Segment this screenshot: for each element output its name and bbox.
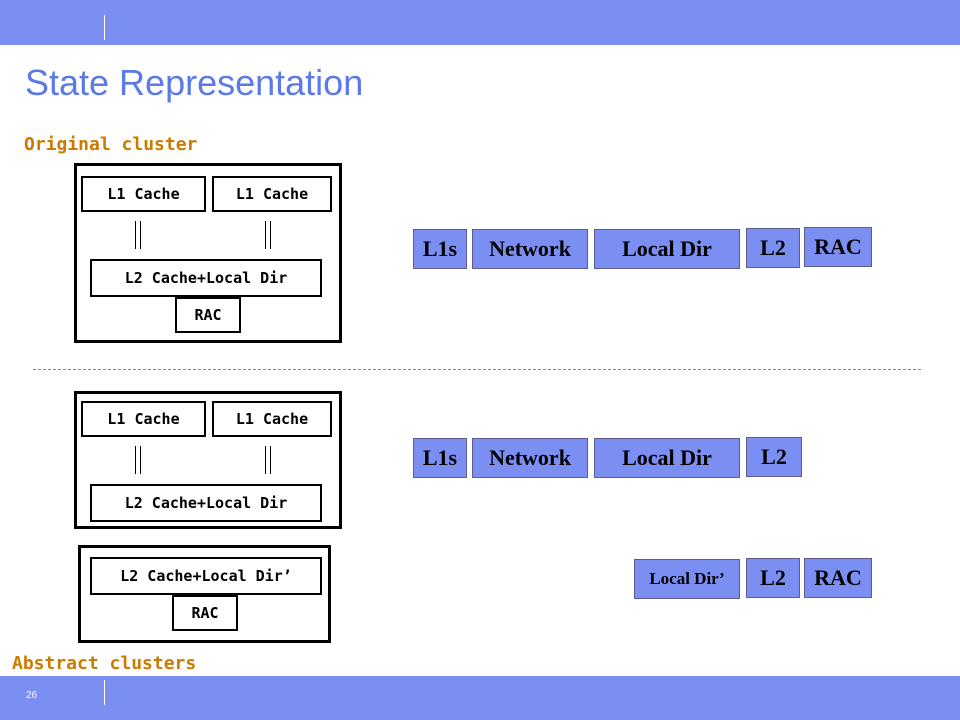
original-l2-cache-local-dir: L2 Cache+Local Dir [90,259,322,297]
original-l1-cache-right: L1 Cache [212,176,332,212]
header-bar [0,0,960,45]
row1-l1s-cell: L1s [413,229,467,269]
original-l1-cache-left: L1 Cache [81,176,206,212]
section-separator [33,369,921,370]
footer-divider [104,680,105,705]
caption-original-cluster: Original cluster [24,134,198,155]
abstract-l1-cache-left: L1 Cache [81,401,206,437]
caption-abstract-clusters: Abstract clusters [12,653,197,674]
row1-network-cell: Network [472,229,588,269]
row3-rac-cell: RAC [804,558,872,598]
page-number: 26 [26,690,38,701]
slide-title: State Representation [25,62,364,103]
row1-local-dir-cell: Local Dir [594,229,740,269]
row2-l1s-cell: L1s [413,438,467,478]
abstract-l2-cache-local-dir-prime: L2 Cache+Local Dir’ [90,557,322,595]
row1-l2-cell: L2 [746,228,800,268]
row3-l2-cell: L2 [746,558,800,598]
footer-bar [0,676,960,720]
original-link-right [265,221,271,249]
row2-l2-cell: L2 [746,437,802,477]
abstract-l1-cache-right: L1 Cache [212,401,332,437]
abstract-link-right [265,446,271,474]
row1-rac-cell: RAC [804,227,872,267]
abstract-link-left [135,446,141,474]
original-link-left [135,221,141,249]
row2-local-dir-cell: Local Dir [594,438,740,478]
header-divider [104,15,105,40]
row2-network-cell: Network [472,438,588,478]
row3-local-dir-prime-cell: Local Dir’ [634,559,740,599]
abstract-l2-cache-local-dir: L2 Cache+Local Dir [90,484,322,522]
abstract-rac: RAC [172,595,238,631]
original-rac: RAC [175,297,241,333]
